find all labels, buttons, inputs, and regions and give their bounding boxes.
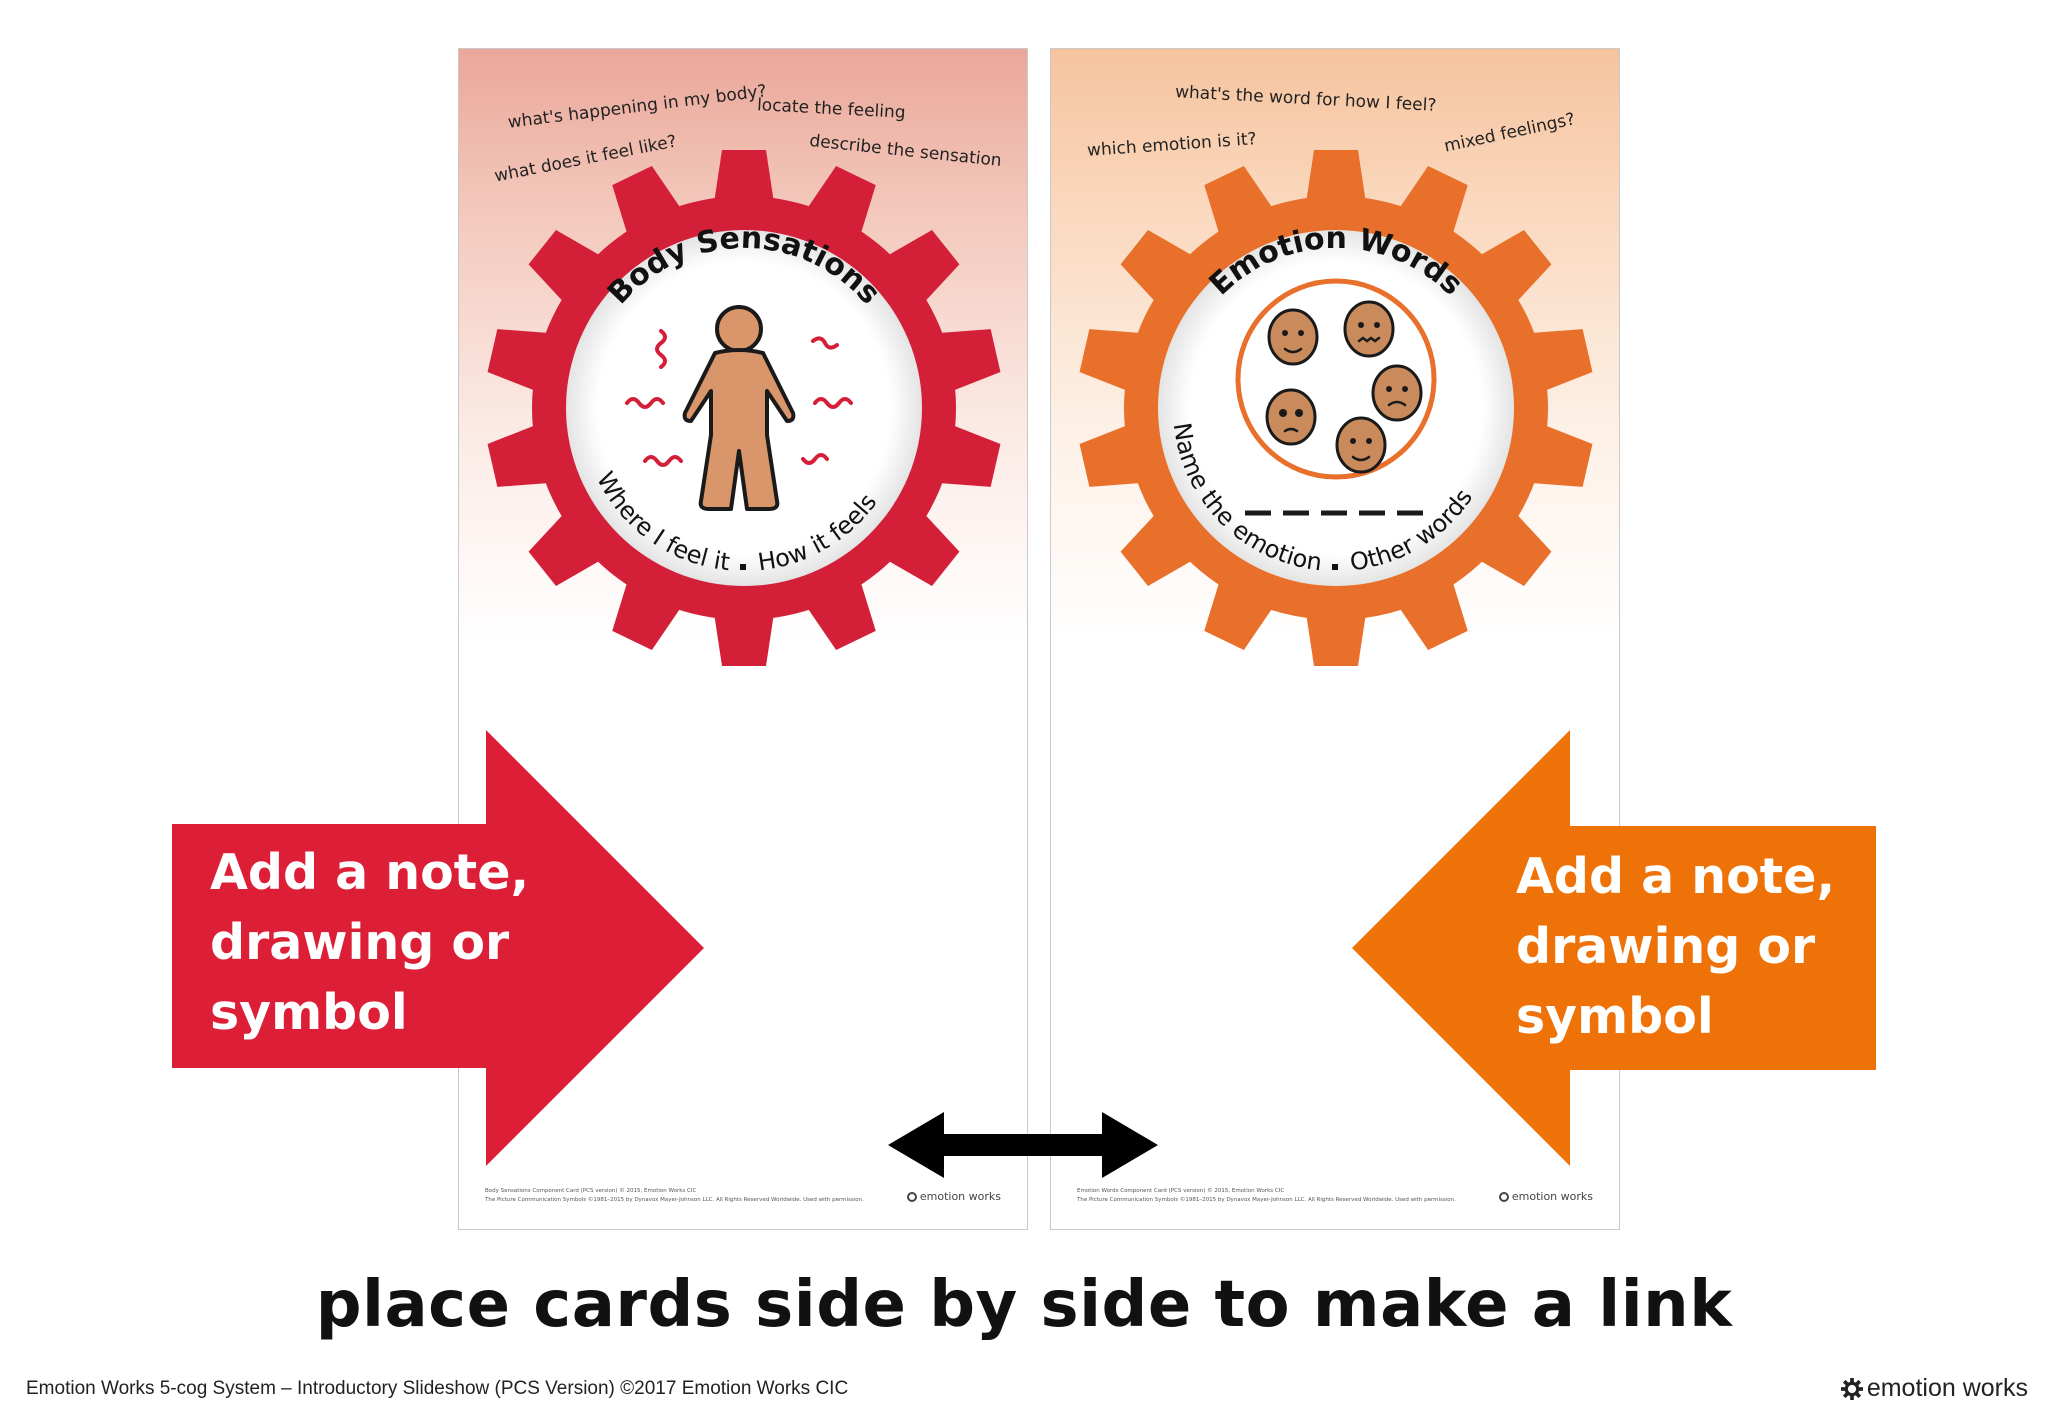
brand-logo: emotion works [1840,1374,2028,1403]
fine-print-line: Emotion Words Component Card (PCS versio… [1077,1188,1285,1194]
card-logo-text: emotion works [919,1190,1001,1203]
body-card-fine-print: Body Sensations Component Card (PCS vers… [485,1187,895,1205]
right-arrow-text: Add a note, drawing or symbol [1516,842,1835,1052]
gear-tooth [805,579,876,650]
body-gear-icon: Body Sensations Where I feel it How it f… [487,150,1001,666]
gear-tooth [714,613,774,666]
prompt-body-1: what's happening in my body? [506,81,768,133]
arrow-shape [1352,730,1876,1166]
arrow-line: drawing or [1516,918,1816,975]
gear-tooth [1120,229,1195,304]
gear-tooth [528,512,603,587]
gear-tooth [612,579,683,650]
gear-tooth [885,229,960,304]
fine-print-line: The Picture Communication Symbols ©1981–… [485,1197,864,1203]
arrow-line: drawing or [210,914,510,971]
slide-caption: place cards side by side to make a link [315,1268,1733,1342]
subtitle-separator [1332,564,1338,570]
prompt-body-2: locate the feeling [756,95,907,123]
arrow-line: symbol [1516,988,1714,1045]
cog-logo-icon [906,1191,917,1202]
gear-tooth [714,150,774,203]
fine-print-line: The Picture Communication Symbols ©1981–… [1077,1197,1456,1203]
body-figure-icon [682,305,796,511]
gear-tooth [1306,613,1366,666]
prompt-emotion-1: what's the word for how I feel? [1174,82,1437,116]
double-arrow-icon [888,1112,1158,1178]
gear-tooth [1306,150,1366,203]
faces-icon [1235,278,1437,480]
card-logo-text: emotion works [1511,1190,1593,1203]
gear-tooth [1477,229,1552,304]
gear-tooth [1204,166,1275,237]
gear-tooth [1120,512,1195,587]
arrow-line: symbol [210,984,408,1041]
subtitle-separator [740,564,746,570]
body-card-logo: emotion works [906,1190,1001,1203]
gear-tooth [528,229,603,304]
sensation-lines [625,329,853,467]
cog-logo-icon [1840,1377,1863,1400]
arrow-shape [172,730,704,1166]
emotion-card-logo: emotion works [1498,1190,1593,1203]
left-arrow-text: Add a note, drawing or symbol [210,838,529,1048]
emotion-words-card: what's the word for how I feel? which em… [1050,48,1620,1230]
gear-tooth [1477,512,1552,587]
left-note-arrow [172,730,704,1166]
gear-tooth [1397,166,1468,237]
gear-tooth [805,166,876,237]
fine-print-line: Body Sensations Component Card (PCS vers… [485,1188,697,1194]
gear-tooth [1204,579,1275,650]
slide-footer: Emotion Works 5-cog System – Introductor… [26,1378,849,1399]
gear-tooth [612,166,683,237]
gear-tooth [885,512,960,587]
emotion-gear-icon: Emotion Words Name the emotion Other wor… [1079,150,1593,666]
emotion-card-fine-print: Emotion Words Component Card (PCS versio… [1077,1187,1487,1205]
right-note-arrow [1352,730,1876,1166]
brand-text: emotion works [1866,1374,2028,1402]
cog-logo-icon [1498,1191,1509,1202]
arrow-line: Add a note, [1516,848,1836,905]
gear-tooth [1397,579,1468,650]
arrow-line: Add a note, [210,844,530,901]
